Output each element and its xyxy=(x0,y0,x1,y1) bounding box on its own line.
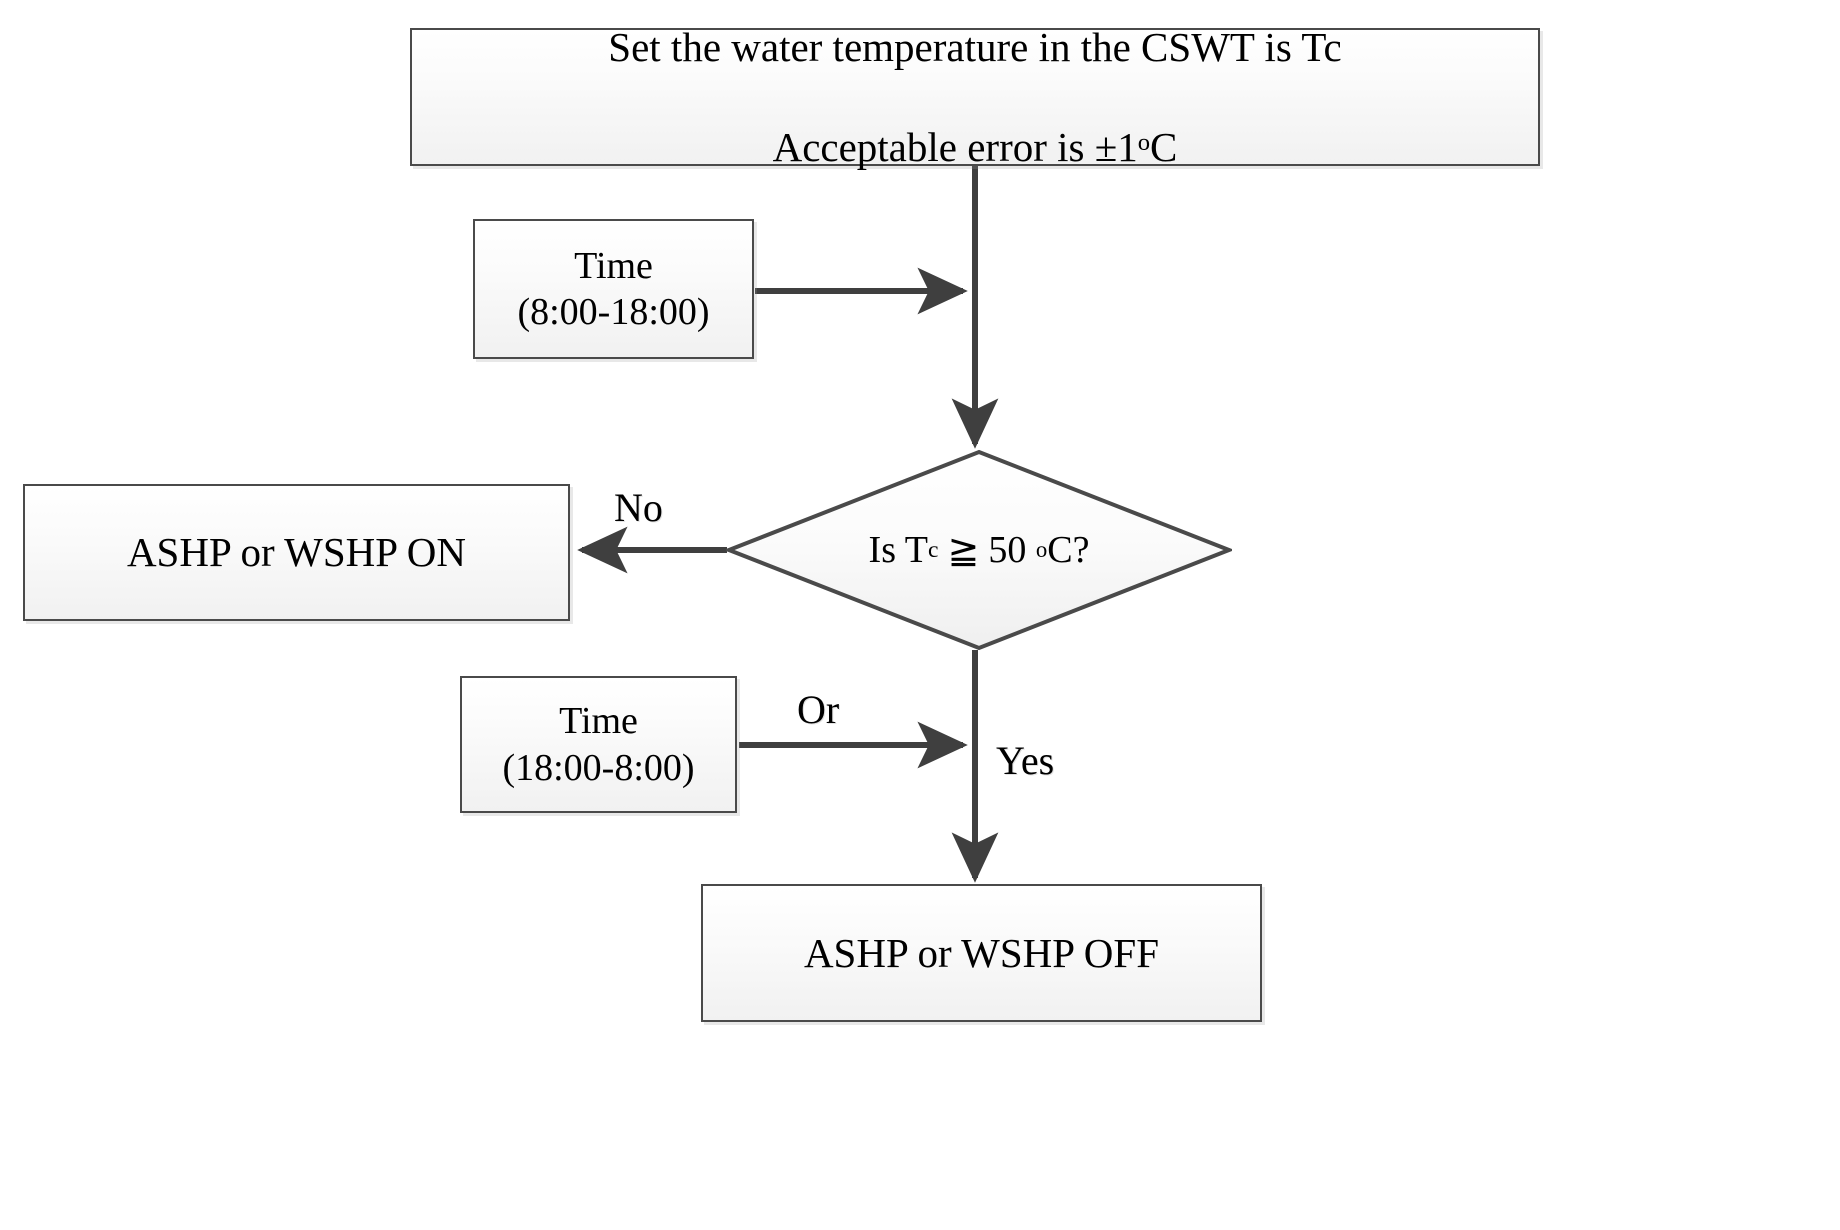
heat-pump-off-label: ASHP or WSHP OFF xyxy=(803,929,1160,976)
degree-symbol: o xyxy=(1137,128,1151,156)
time-day-box[interactable]: Time (8:00-18:00) xyxy=(473,219,754,359)
edge-label-or: Or xyxy=(797,687,840,732)
heat-pump-on-label: ASHP or WSHP ON xyxy=(126,529,467,576)
time-night-line-1: Time xyxy=(559,700,638,743)
edge-label-yes: Yes xyxy=(996,738,1055,783)
decision-diamond-shape xyxy=(726,449,1232,651)
time-night-box[interactable]: Time (18:00-8:00) xyxy=(460,676,737,813)
edge-label-no: No xyxy=(614,485,663,530)
heat-pump-on-box[interactable]: ASHP or WSHP ON xyxy=(23,484,570,621)
time-day-line-2: (8:00-18:00) xyxy=(517,291,710,333)
setpoint-line-2: Acceptable error is ±1oC xyxy=(773,72,1178,172)
setpoint-box[interactable]: Set the water temperature in the CSWT is… xyxy=(410,24,1540,170)
celsius-letter: C xyxy=(1150,124,1178,171)
time-night-line-2: (18:00-8:00) xyxy=(502,746,695,789)
time-day-line-1: Time xyxy=(574,244,653,287)
heat-pump-off-box[interactable]: ASHP or WSHP OFF xyxy=(701,884,1262,1022)
setpoint-line-2-text: Acceptable error is ±1 xyxy=(772,124,1138,171)
setpoint-line-1: Set the water temperature in the CSWT is… xyxy=(608,23,1342,70)
